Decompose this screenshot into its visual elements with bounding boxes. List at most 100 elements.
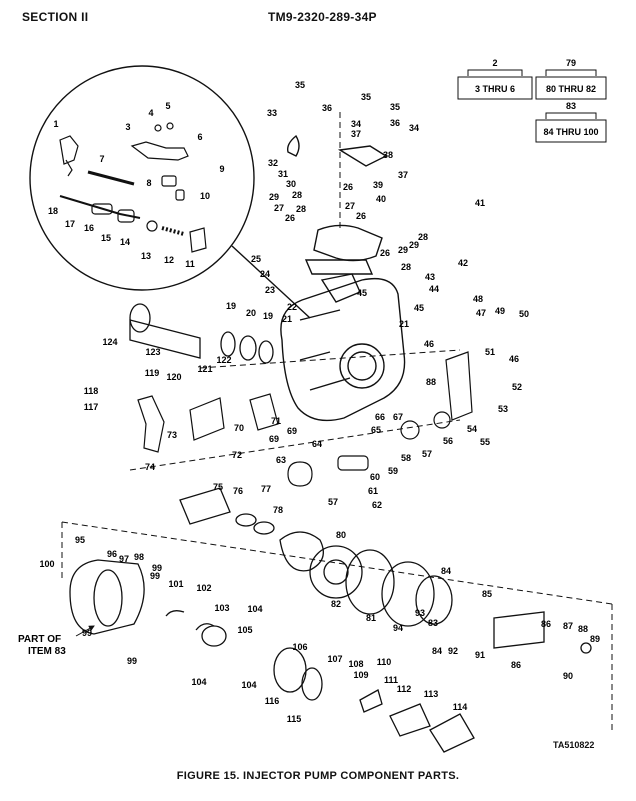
- callout-45: 45: [414, 303, 424, 313]
- callout-99: 99: [152, 563, 162, 573]
- callout-95: 95: [75, 535, 85, 545]
- callout-71: 71: [271, 416, 281, 426]
- callout-115: 115: [287, 714, 302, 724]
- figure-caption: FIGURE 15. INJECTOR PUMP COMPONENT PARTS…: [176, 770, 460, 782]
- callout-80: 80: [336, 530, 346, 540]
- callout-11: 11: [185, 259, 195, 269]
- callout-6: 6: [197, 132, 202, 142]
- callout-51: 51: [485, 347, 495, 357]
- callout-1: 1: [53, 119, 58, 129]
- detail-parts: [59, 122, 207, 253]
- callout-106: 106: [292, 642, 307, 652]
- callout-57: 57: [422, 449, 432, 459]
- callout-37: 37: [351, 129, 361, 139]
- callout-59: 59: [388, 466, 398, 476]
- callout-94: 94: [393, 623, 403, 633]
- callout-46: 46: [509, 354, 519, 364]
- callout-47: 47: [476, 308, 486, 318]
- callout-22: 22: [287, 302, 297, 312]
- callout-78: 78: [273, 505, 283, 515]
- callout-19: 19: [226, 301, 236, 311]
- callout-86: 86: [541, 619, 551, 629]
- callout-64: 64: [312, 439, 322, 449]
- callout-34: 34: [351, 119, 361, 129]
- callout-98: 98: [134, 552, 144, 562]
- callout-73: 73: [167, 430, 177, 440]
- lower-drive-parts: [69, 487, 592, 753]
- callout-112: 112: [397, 684, 412, 694]
- callout-5: 5: [165, 101, 170, 111]
- callout-55: 55: [480, 437, 490, 447]
- callout-19: 19: [263, 311, 273, 321]
- callout-3: 3: [125, 122, 130, 132]
- callout-21: 21: [399, 319, 409, 329]
- group-2-range: 80 THRU 82: [546, 84, 596, 94]
- callout-36: 36: [322, 103, 332, 113]
- callout-75: 75: [213, 482, 223, 492]
- callout-16: 16: [84, 223, 94, 233]
- callout-35: 35: [361, 92, 371, 102]
- callout-31: 31: [278, 169, 288, 179]
- callout-27: 27: [345, 201, 355, 211]
- group-3-top: 83: [566, 101, 576, 111]
- callout-67: 67: [393, 412, 403, 422]
- callout-114: 114: [453, 702, 468, 712]
- callout-83: 83: [428, 618, 438, 628]
- callout-42: 42: [458, 258, 468, 268]
- group-1-range: 3 THRU 6: [475, 84, 515, 94]
- callout-26: 26: [380, 248, 390, 258]
- callout-20: 20: [246, 308, 256, 318]
- callout-86: 86: [511, 660, 521, 670]
- callout-32: 32: [268, 158, 278, 168]
- callout-56: 56: [443, 436, 453, 446]
- section-label: SECTION II: [22, 10, 89, 24]
- callout-44: 44: [429, 284, 439, 294]
- callout-41: 41: [475, 198, 485, 208]
- callout-61: 61: [368, 486, 378, 496]
- callout-92: 92: [448, 646, 458, 656]
- callout-50: 50: [519, 309, 529, 319]
- callout-120: 120: [166, 372, 181, 382]
- detail-view-circle: [29, 65, 311, 319]
- callout-109: 109: [353, 670, 368, 680]
- callout-110: 110: [377, 657, 392, 667]
- callout-99: 99: [150, 571, 160, 581]
- callout-40: 40: [376, 194, 386, 204]
- callout-53: 53: [498, 404, 508, 414]
- callout-9: 9: [219, 164, 224, 174]
- callout-27: 27: [274, 203, 284, 213]
- callout-93: 93: [415, 608, 425, 618]
- callout-29: 29: [269, 192, 279, 202]
- callout-52: 52: [512, 382, 522, 392]
- part-of-note-line-2: ITEM 83: [28, 646, 66, 657]
- callout-28: 28: [401, 262, 411, 272]
- callout-17: 17: [65, 219, 75, 229]
- callout-63: 63: [276, 455, 286, 465]
- governor-parts: [137, 351, 473, 487]
- callout-70: 70: [234, 423, 244, 433]
- callout-91: 91: [475, 650, 485, 660]
- group-1-top: 2: [492, 58, 497, 68]
- callout-124: 124: [102, 337, 117, 347]
- callout-105: 105: [237, 625, 252, 635]
- callout-26: 26: [285, 213, 295, 223]
- callout-97: 97: [119, 554, 129, 564]
- callout-60: 60: [370, 472, 380, 482]
- callout-39: 39: [373, 180, 383, 190]
- callout-21: 21: [282, 314, 292, 324]
- callout-81: 81: [366, 613, 376, 623]
- callout-30: 30: [286, 179, 296, 189]
- callout-14: 14: [120, 237, 130, 247]
- part-of-note-line-1: PART OF: [18, 634, 61, 645]
- reference-lines: [61, 112, 613, 730]
- callout-15: 15: [101, 233, 111, 243]
- callout-12: 12: [164, 255, 174, 265]
- callout-74: 74: [145, 462, 155, 472]
- callout-84: 84: [441, 566, 451, 576]
- callout-29: 29: [398, 245, 408, 255]
- callout-10: 10: [200, 191, 210, 201]
- callout-45: 45: [357, 288, 367, 298]
- callout-87: 87: [563, 621, 573, 631]
